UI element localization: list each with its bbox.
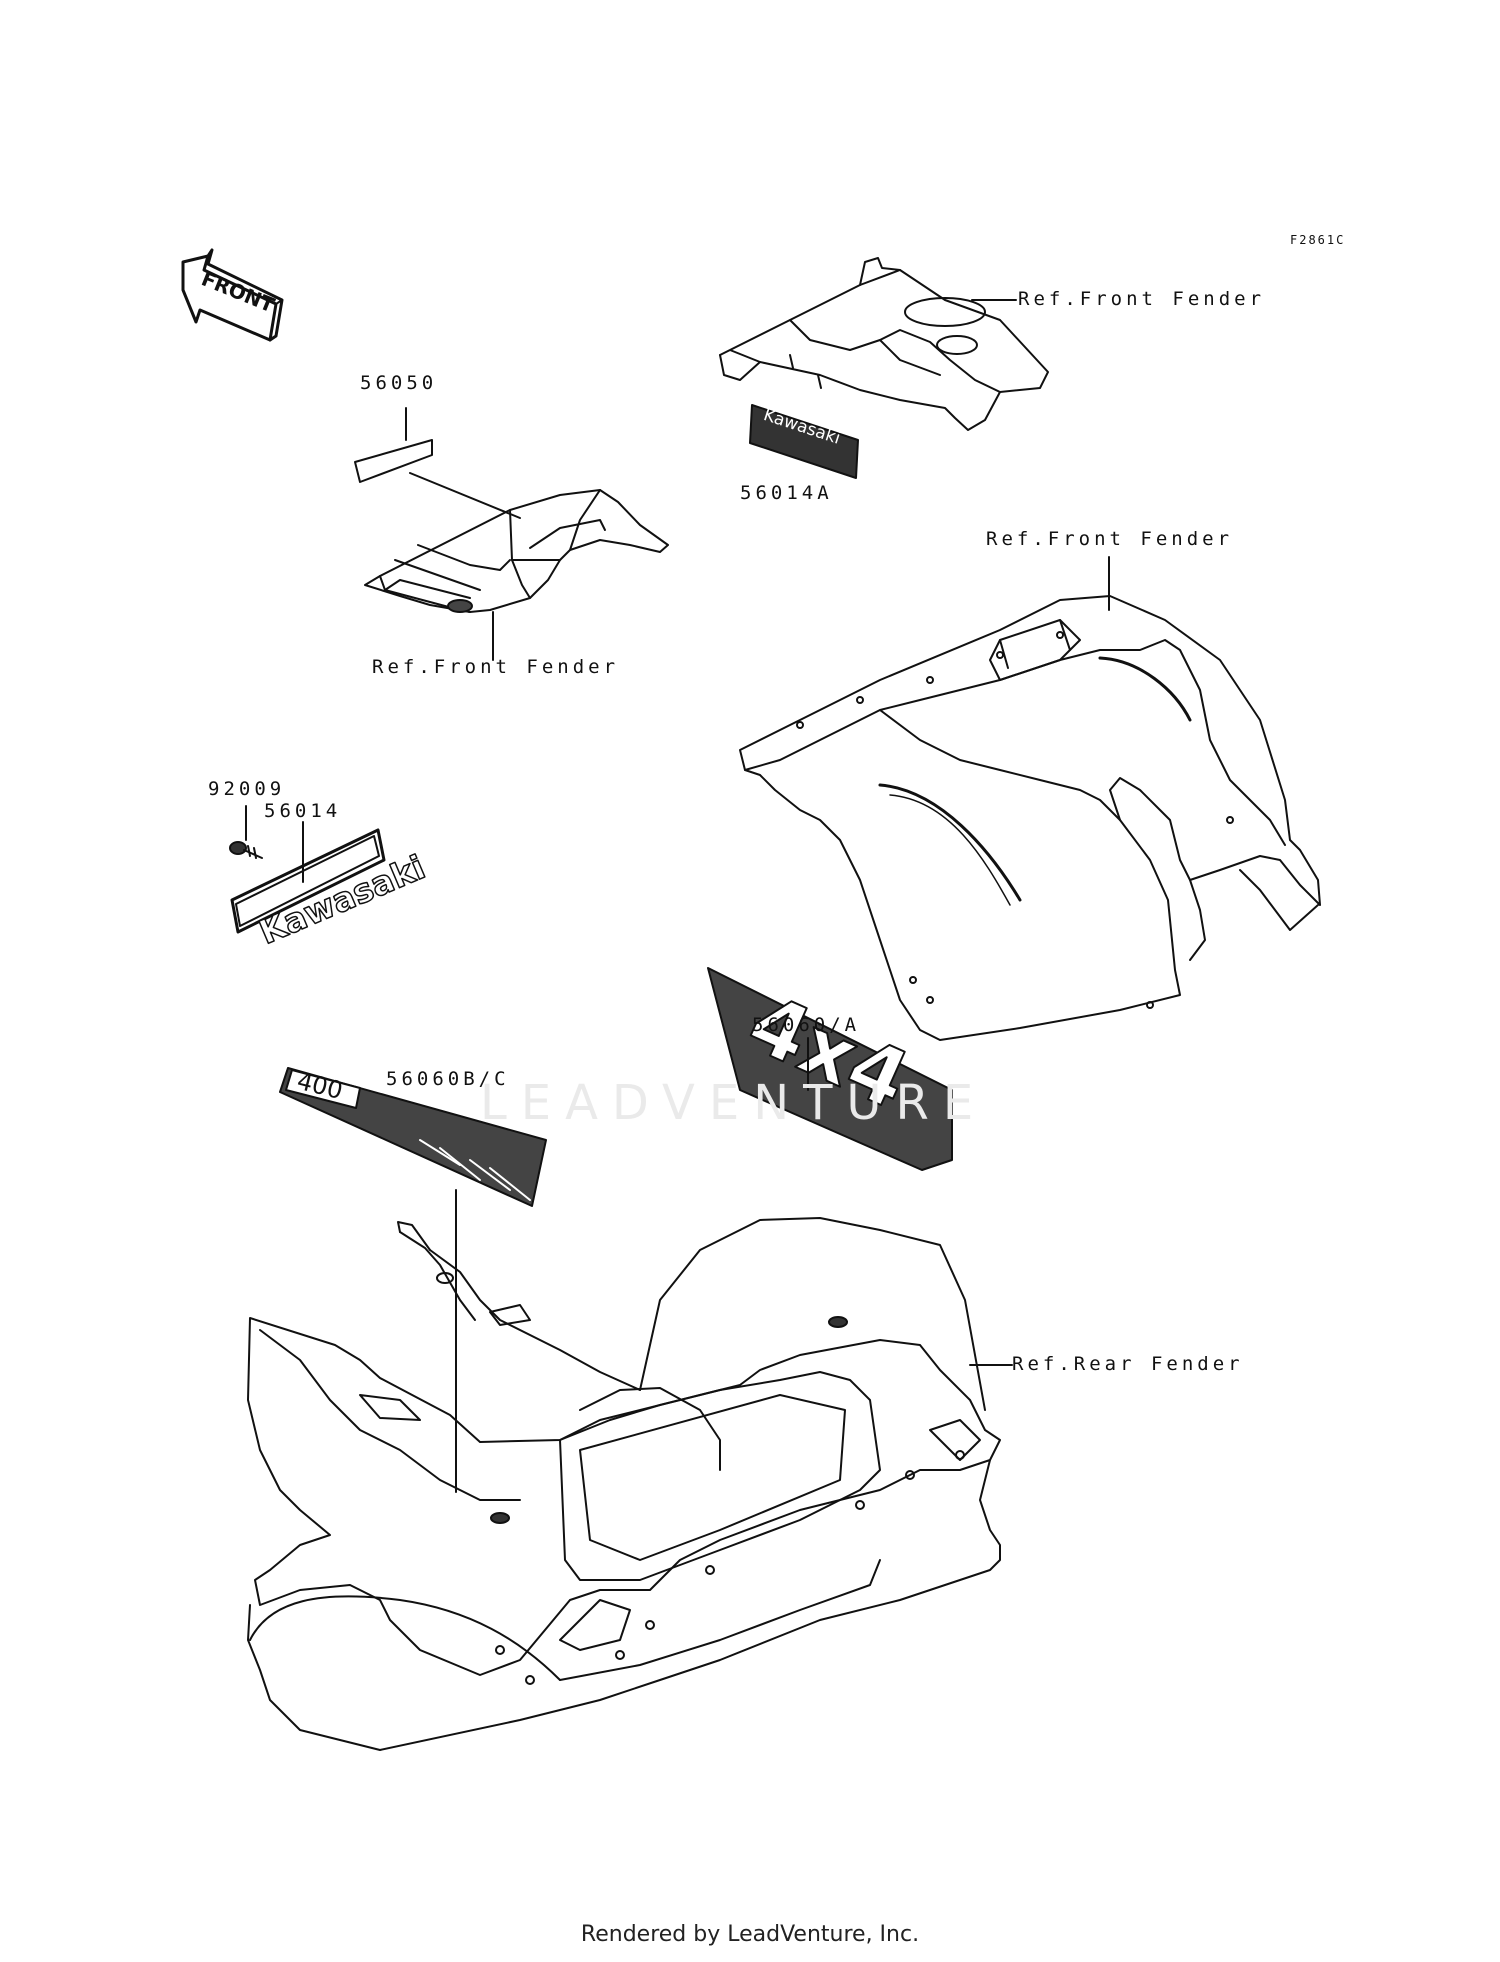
figure-code: F2861C: [1290, 233, 1346, 247]
label-ref-front-fender-left: Ref.Front Fender: [372, 656, 620, 678]
front-fender-main: [739, 556, 1321, 1041]
label-56050: 56050: [360, 372, 438, 394]
decal-56050: [354, 407, 521, 519]
label-56014: 56014: [264, 800, 342, 822]
watermark: LEADVENTURE: [480, 1075, 988, 1131]
label-92009: 92009: [208, 778, 286, 800]
label-ref-front-fender-right: Ref.Front Fender: [986, 528, 1234, 550]
screw-92009-icon: [229, 841, 263, 859]
label-56060bc: 56060B/C: [386, 1068, 510, 1090]
decal-56060a: 4x4: [707, 967, 953, 1171]
footer-credit: Rendered by LeadVenture, Inc.: [580, 1922, 920, 1947]
label-ref-front-fender-top: Ref.Front Fender: [1018, 288, 1266, 310]
rear-fender: [247, 1217, 1013, 1751]
label-56060a: 56060/A: [752, 1014, 861, 1036]
label-ref-rear-fender: Ref.Rear Fender: [1012, 1353, 1244, 1375]
front-fender-top-cover: [719, 257, 1049, 431]
front-fender-left-cover: [364, 489, 669, 661]
decal-56060bc: 400: [279, 1067, 547, 1493]
decal-56014a: Kawasaki: [749, 404, 859, 479]
label-56014a: 56014A: [740, 482, 833, 504]
decal-56014: Kawasaki: [230, 805, 431, 953]
front-arrow-icon: FRONT: [181, 248, 284, 342]
